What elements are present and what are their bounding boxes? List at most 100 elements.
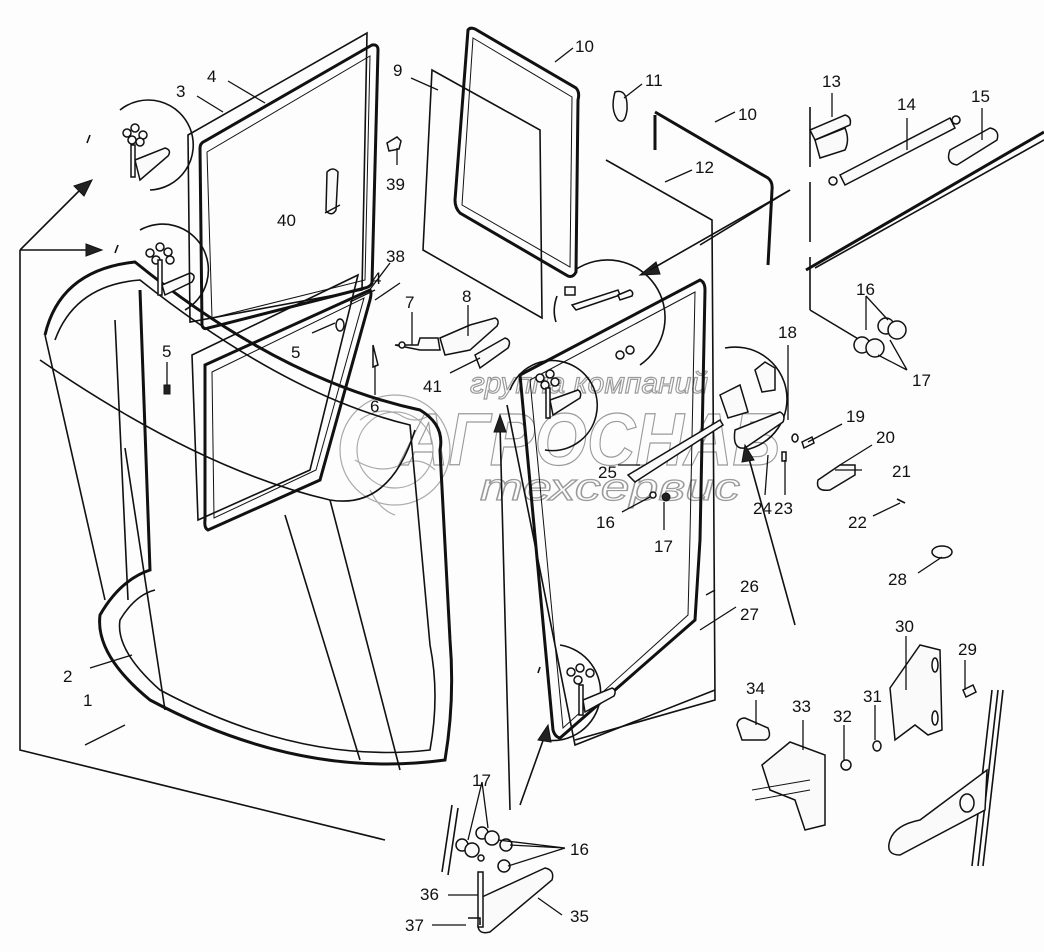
gas-strut-part-14 bbox=[828, 115, 961, 187]
callout-17-right: 17 bbox=[912, 371, 931, 390]
callout-1: 1 bbox=[83, 691, 92, 710]
latch-bracket-part-33 bbox=[761, 741, 826, 831]
hinge-plate-part-35 bbox=[477, 867, 554, 934]
clip-part-6 bbox=[372, 344, 379, 369]
fastener-part-5-left bbox=[163, 384, 171, 395]
callout-28: 28 bbox=[888, 570, 907, 589]
rollers-part-16-17-bottom bbox=[455, 826, 513, 873]
watermark-line2: АГРОСНАБ bbox=[398, 398, 780, 481]
lock-plate-part-34 bbox=[736, 717, 771, 741]
callout-2: 2 bbox=[63, 667, 72, 686]
bracket-part-30 bbox=[889, 644, 943, 742]
callout-21: 21 bbox=[892, 462, 911, 481]
callout-19: 19 bbox=[846, 407, 865, 426]
leader-lines bbox=[84, 47, 983, 926]
callout-25: 25 bbox=[598, 463, 617, 482]
catch-part-11 bbox=[612, 90, 628, 122]
guide-line bbox=[809, 309, 861, 341]
plug-part-28 bbox=[931, 545, 953, 559]
callout-14: 14 bbox=[897, 95, 916, 114]
handle-part-20-21 bbox=[816, 464, 856, 492]
nut-part-32 bbox=[840, 759, 852, 771]
arrow-head-icon bbox=[493, 413, 507, 433]
door-handle-part-40 bbox=[325, 168, 339, 215]
watermark: группа компаний АГРОСНАБ техсервис bbox=[339, 366, 781, 516]
plate-part-15 bbox=[947, 127, 999, 166]
arrow-head-icon bbox=[537, 723, 552, 743]
watermark-line1: группа компаний bbox=[470, 367, 708, 400]
rollers-part-16-17 bbox=[853, 317, 907, 358]
assembly-arrow-line-6 bbox=[747, 454, 796, 626]
lower-window-panel bbox=[191, 273, 373, 532]
callout-29: 29 bbox=[958, 640, 977, 659]
washer-part-31 bbox=[872, 740, 882, 752]
bracket-part-39 bbox=[386, 136, 402, 152]
hinge-pin-part-36 bbox=[477, 871, 484, 928]
bracket-part-13 bbox=[808, 114, 852, 159]
assembly-bracket-line bbox=[19, 250, 386, 841]
upper-window-panel bbox=[187, 31, 380, 331]
callout-16-center: 16 bbox=[596, 513, 615, 532]
callout-5-left: 5 bbox=[162, 342, 171, 361]
hinge-detail-door-top bbox=[553, 259, 666, 366]
callout-24: 24 bbox=[753, 499, 772, 518]
callout-22: 22 bbox=[848, 513, 867, 532]
callout-15: 15 bbox=[971, 87, 990, 106]
callout-17-center: 17 bbox=[654, 537, 673, 556]
callout-36: 36 bbox=[420, 885, 439, 904]
callout-10-right: 10 bbox=[738, 105, 757, 124]
callout-17-bottom: 17 bbox=[472, 771, 491, 790]
pin-part-22 bbox=[896, 498, 906, 504]
callout-30: 30 bbox=[895, 617, 914, 636]
bracket-part-8 bbox=[439, 317, 499, 356]
callout-26: 26 bbox=[740, 577, 759, 596]
callout-40: 40 bbox=[277, 211, 296, 230]
screw-part-23 bbox=[781, 451, 787, 462]
callout-31: 31 bbox=[863, 687, 882, 706]
lock-detail bbox=[719, 346, 788, 451]
callout-41: 41 bbox=[423, 377, 442, 396]
callout-11: 11 bbox=[645, 71, 663, 90]
callout-18: 18 bbox=[778, 323, 797, 342]
callout-32: 32 bbox=[833, 707, 852, 726]
assembly-arrow-line-1 bbox=[19, 189, 81, 251]
callout-4-lower: 4 bbox=[372, 269, 381, 288]
hinge-detail-door-mid bbox=[509, 359, 599, 452]
arrow-head-icon bbox=[85, 243, 104, 257]
latch-part-7 bbox=[394, 337, 441, 351]
callout-34: 34 bbox=[746, 679, 765, 698]
arrow-head-icon bbox=[73, 179, 93, 197]
callout-4-upper: 4 bbox=[207, 67, 216, 86]
right-door-glass bbox=[506, 110, 774, 747]
callout-38: 38 bbox=[386, 247, 405, 266]
washer-part-16-center bbox=[649, 491, 657, 499]
frame-rail-bottom bbox=[441, 804, 453, 873]
bolt-part-29 bbox=[962, 683, 977, 699]
callout-37: 37 bbox=[405, 916, 424, 935]
callout-27: 27 bbox=[740, 605, 759, 624]
callout-23: 23 bbox=[774, 499, 793, 518]
plate-part-41 bbox=[474, 337, 511, 370]
callout-10-upper: 10 bbox=[575, 37, 594, 56]
callout-16-bottom: 16 bbox=[570, 840, 589, 859]
mount-plate bbox=[888, 768, 988, 856]
hinge-detail-upper bbox=[86, 99, 194, 191]
callout-7: 7 bbox=[405, 293, 414, 312]
arrow-head-icon bbox=[741, 443, 755, 463]
rear-window-panel bbox=[422, 26, 581, 320]
callout-39: 39 bbox=[386, 175, 405, 194]
assembly-arrow-line-3 bbox=[499, 424, 511, 811]
callout-20: 20 bbox=[876, 428, 895, 447]
callout-16-right: 16 bbox=[856, 280, 875, 299]
callout-8: 8 bbox=[462, 287, 471, 306]
hinge-detail-door-bottom bbox=[537, 644, 616, 742]
callout-33: 33 bbox=[792, 697, 811, 716]
callout-5-right: 5 bbox=[291, 343, 300, 362]
callout-3: 3 bbox=[176, 82, 185, 101]
callout-12: 12 bbox=[695, 158, 714, 177]
arrow-head-icon bbox=[638, 261, 661, 276]
callout-35: 35 bbox=[570, 907, 589, 926]
fastener-part-5 bbox=[335, 318, 345, 332]
washer-part-19 bbox=[801, 435, 815, 450]
